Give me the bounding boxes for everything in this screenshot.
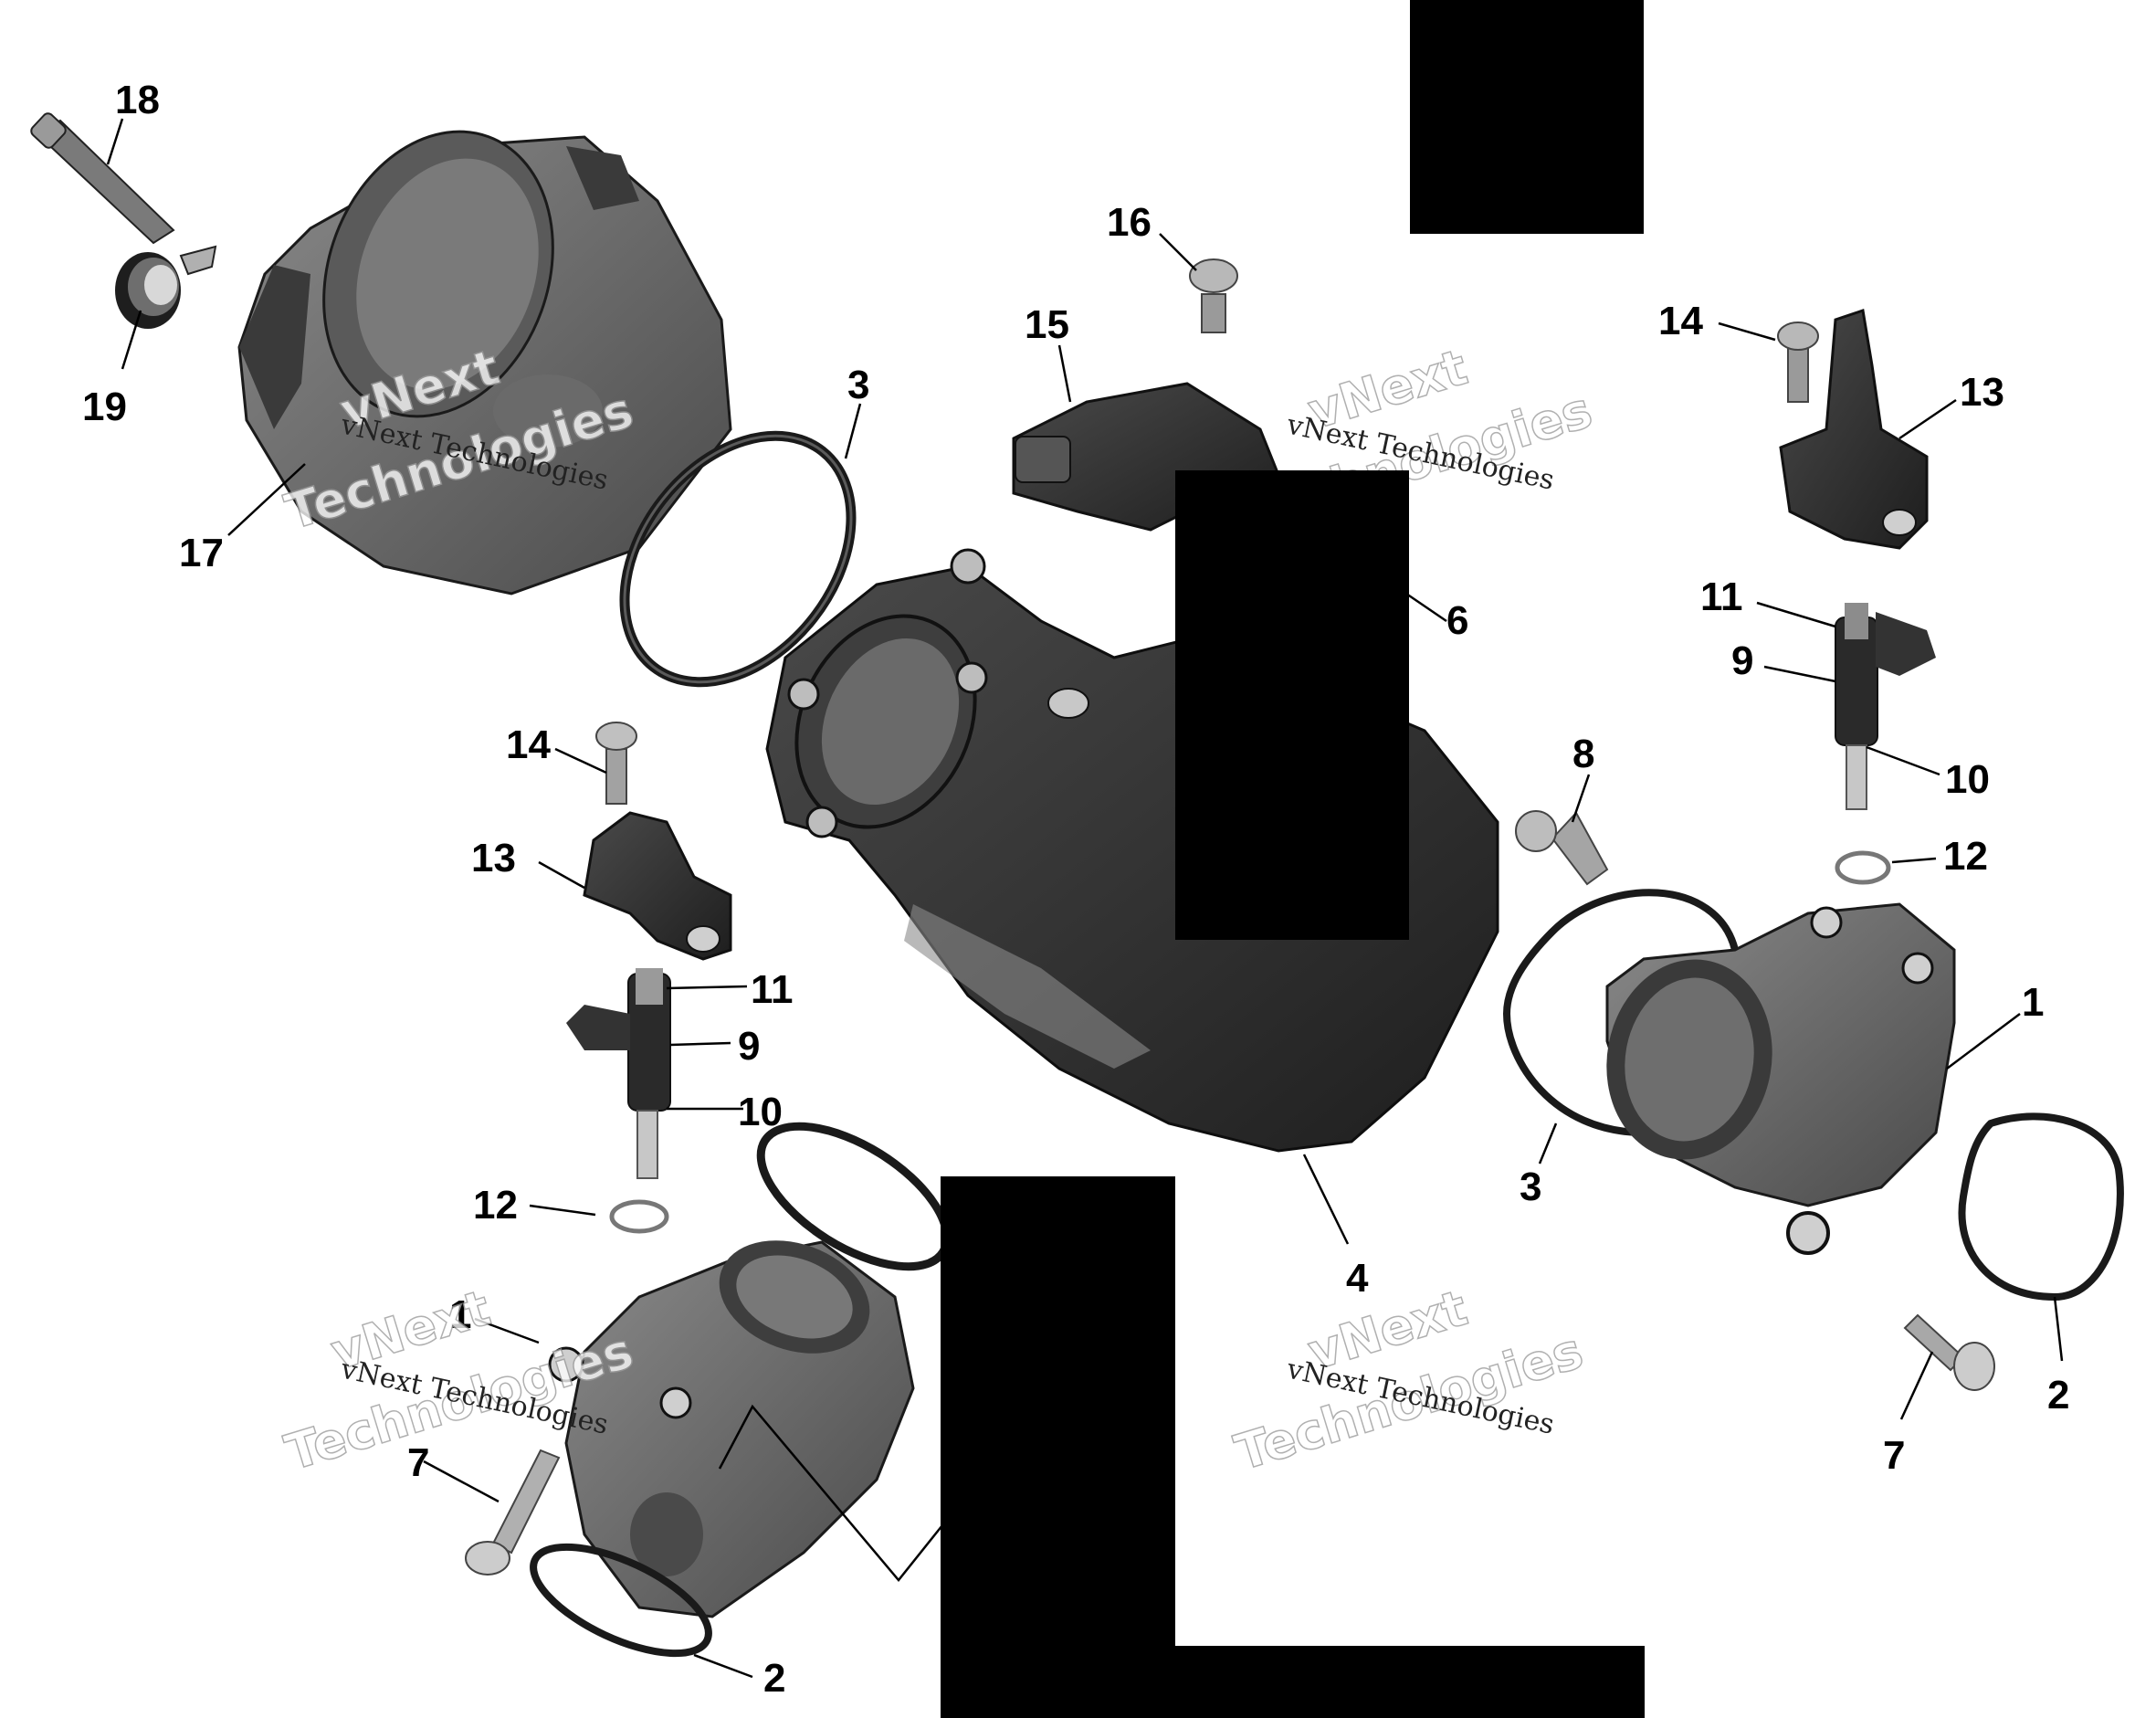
label-10-left: 10 (738, 1090, 783, 1134)
label-14-left: 14 (506, 722, 551, 767)
redaction-block-bottom-horizontal (941, 1646, 1645, 1718)
label-10-right: 10 (1945, 757, 1990, 802)
label-13-left: 13 (471, 836, 516, 880)
label-8: 8 (1572, 732, 1594, 776)
leader-lines (106, 118, 2064, 1679)
gasket-part-2-left (530, 1543, 712, 1658)
label-13-right: 13 (1960, 370, 2004, 415)
label-12-left: 12 (473, 1183, 518, 1228)
label-3-right: 3 (1520, 1165, 1541, 1209)
bolt-part-16 (1189, 258, 1238, 333)
label-1-left: 1 (449, 1292, 471, 1337)
bolt-part-8 (1515, 810, 1609, 886)
label-9-left: 9 (738, 1024, 760, 1069)
fuel-injector-left (566, 968, 671, 1234)
label-6: 6 (1446, 598, 1468, 643)
bolt-part-14-right (1777, 321, 1819, 403)
watermark-bottom-right: vNext Technologies vNext Technologies (1228, 1278, 1591, 1482)
label-18: 18 (115, 78, 160, 122)
bolt-part-18 (30, 112, 175, 245)
throttle-body-part-17 (237, 130, 732, 596)
label-2-left: 2 (763, 1656, 785, 1701)
screw-part-7-left (465, 1449, 561, 1576)
gasket-part-2-right (1958, 1112, 2124, 1302)
part-labels: 18 19 17 3 16 15 14 13 11 9 10 12 6 8 1 … (82, 78, 2069, 1701)
screw-part-7-right (1903, 1313, 1995, 1391)
fuel-injector-right (1835, 603, 1936, 885)
label-7-left: 7 (407, 1440, 429, 1485)
label-2-right: 2 (2047, 1373, 2069, 1418)
label-15: 15 (1025, 302, 1069, 347)
label-3: 3 (847, 363, 869, 407)
label-9-right: 9 (1731, 638, 1753, 683)
redaction-block-bottom-vertical (941, 1176, 1175, 1718)
label-17: 17 (179, 531, 224, 575)
label-19: 19 (82, 385, 127, 429)
label-7-right: 7 (1883, 1433, 1905, 1478)
label-11-right: 11 (1700, 574, 1743, 619)
clamp-part-19 (115, 245, 217, 329)
bolt-part-14-left (595, 722, 637, 805)
label-11-left: 11 (751, 967, 794, 1012)
label-4: 4 (1346, 1256, 1369, 1301)
label-16: 16 (1107, 200, 1152, 245)
fuel-rail-part-13-right (1779, 309, 1929, 550)
label-1-right: 1 (2022, 980, 2044, 1025)
label-12-right: 12 (1943, 834, 1988, 879)
label-14-right: 14 (1658, 299, 1703, 343)
adapter-part-1-right (1605, 902, 1956, 1255)
fuel-rail-part-13-left (583, 811, 732, 961)
redaction-block-top (1410, 0, 1644, 234)
redaction-block-middle (1175, 470, 1409, 940)
